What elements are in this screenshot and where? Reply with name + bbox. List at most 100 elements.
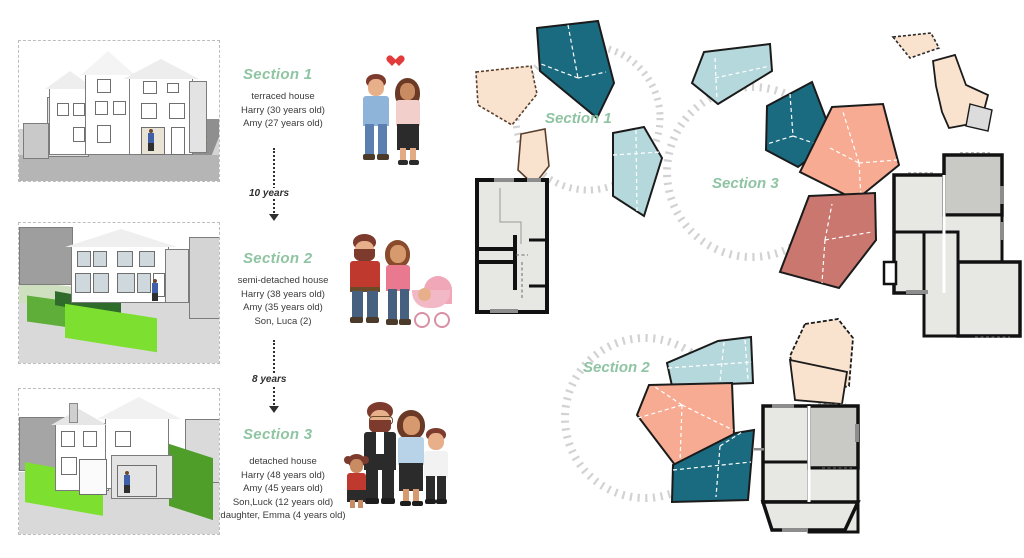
render-window	[61, 431, 75, 447]
person-body	[148, 133, 154, 143]
render-window	[117, 251, 133, 267]
render-window	[169, 103, 185, 119]
baby-head	[418, 288, 431, 301]
figure-mother	[392, 78, 424, 165]
section-3-occupant: Harry (48 years old)	[241, 469, 325, 481]
section-3-house-type: detached house	[249, 456, 317, 467]
cluster-section-2	[635, 318, 861, 534]
volume-light-blue-2	[665, 335, 755, 388]
render-window	[167, 83, 179, 93]
figure-face	[350, 459, 363, 473]
diagram-label-section-2: Section 2	[583, 359, 650, 376]
figure-legs	[437, 476, 446, 501]
floor-plan-detached	[882, 152, 1022, 338]
figure-father	[362, 402, 398, 507]
timeline-dotted-line-1	[273, 148, 275, 216]
section-1-occupant: Harry (30 years old)	[241, 104, 325, 116]
render-porch	[79, 459, 107, 495]
section-3-occupant: Amy (45 years old)	[243, 483, 323, 494]
figure-son	[422, 428, 450, 508]
figure-legs	[382, 468, 394, 500]
figure-torso	[398, 437, 424, 465]
render-window	[141, 103, 157, 119]
cluster-section-1	[475, 19, 664, 314]
render-chimney	[69, 403, 78, 423]
figure-legs	[352, 291, 363, 319]
render-window	[97, 125, 111, 143]
figure-legs	[366, 468, 378, 500]
render-house-right-side	[189, 81, 207, 153]
figure-torso	[350, 261, 380, 289]
section-2-occupant: Amy (35 years old)	[243, 302, 323, 313]
figure-shoe	[409, 160, 419, 165]
figure-legs	[413, 489, 419, 503]
section-1-details: terraced house Harry (30 years old) Amy …	[223, 90, 343, 131]
figure-mother	[382, 240, 414, 326]
figure-shoe	[381, 498, 395, 504]
figure-shoe	[412, 501, 423, 506]
figure-shoe	[436, 499, 447, 504]
hair-bun	[344, 456, 352, 464]
render-roof-right	[123, 59, 199, 79]
figure-father	[348, 234, 382, 326]
render-frame-section-2	[18, 222, 220, 364]
section-2-occupant: Son, Luca (2)	[254, 315, 312, 327]
render-window	[137, 273, 151, 293]
section-3-details: detached house Harry (48 years old) Amy …	[213, 455, 353, 523]
figure-skirt	[399, 463, 423, 491]
render-window	[75, 273, 91, 293]
figure-legs	[403, 489, 409, 503]
render-window	[143, 81, 157, 94]
section-3-title: Section 3	[243, 426, 313, 443]
volume-cream-2	[517, 128, 550, 187]
figure-torso	[363, 96, 389, 126]
render-door	[171, 127, 185, 155]
family-illustration-section-1	[358, 56, 432, 166]
figure-face	[403, 416, 420, 435]
section-1-occupant: Amy (27 years old)	[243, 118, 323, 129]
render-window	[117, 273, 135, 293]
volume-cream-plot-3	[891, 32, 941, 59]
render-window	[115, 431, 131, 447]
person-legs	[148, 143, 154, 151]
render-roof-left	[51, 409, 107, 425]
volume-dark-teal-2	[670, 428, 756, 504]
figure-shoe	[398, 160, 408, 165]
render-person	[147, 129, 155, 153]
render-person	[151, 279, 159, 301]
volume-cream-roof-2	[788, 318, 854, 405]
render-window	[97, 79, 111, 93]
figure-face	[368, 79, 384, 96]
render-window	[57, 103, 69, 116]
figure-skirt	[397, 124, 419, 150]
family-illustration-section-2	[348, 232, 452, 328]
render-window	[73, 103, 85, 116]
render-roof	[65, 229, 177, 247]
pram-wheel	[434, 312, 450, 328]
section-3-occupant: Son,Luck (12 years old)	[232, 496, 334, 508]
section-2-details: semi-detached house Harry (38 years old)…	[223, 274, 343, 328]
section-2-title: Section 2	[243, 250, 313, 267]
volume-light-blue-1	[612, 125, 664, 218]
figure-father	[360, 74, 392, 164]
section-3-occupant: daughter, Emma (4 years old)	[220, 510, 346, 521]
render-person	[123, 471, 131, 495]
figure-shoe	[363, 154, 375, 160]
timeline-arrow-2	[269, 406, 279, 413]
render-roof-main	[97, 397, 181, 419]
timeline-arrow-1	[269, 214, 279, 221]
figure-legs	[378, 124, 387, 156]
render-house-side	[165, 249, 189, 303]
render-window	[73, 127, 85, 142]
figure-legs	[426, 476, 435, 501]
render-window	[83, 431, 97, 447]
person-body	[124, 475, 130, 485]
family-illustration-section-3	[344, 402, 450, 512]
person-body	[152, 283, 158, 293]
transition-2-label: 8 years	[250, 374, 289, 385]
person-legs	[124, 485, 130, 493]
figure-shoe	[425, 499, 436, 504]
person-head	[153, 279, 157, 283]
render-frame-section-1	[18, 40, 220, 182]
figure-shoe	[365, 498, 379, 504]
